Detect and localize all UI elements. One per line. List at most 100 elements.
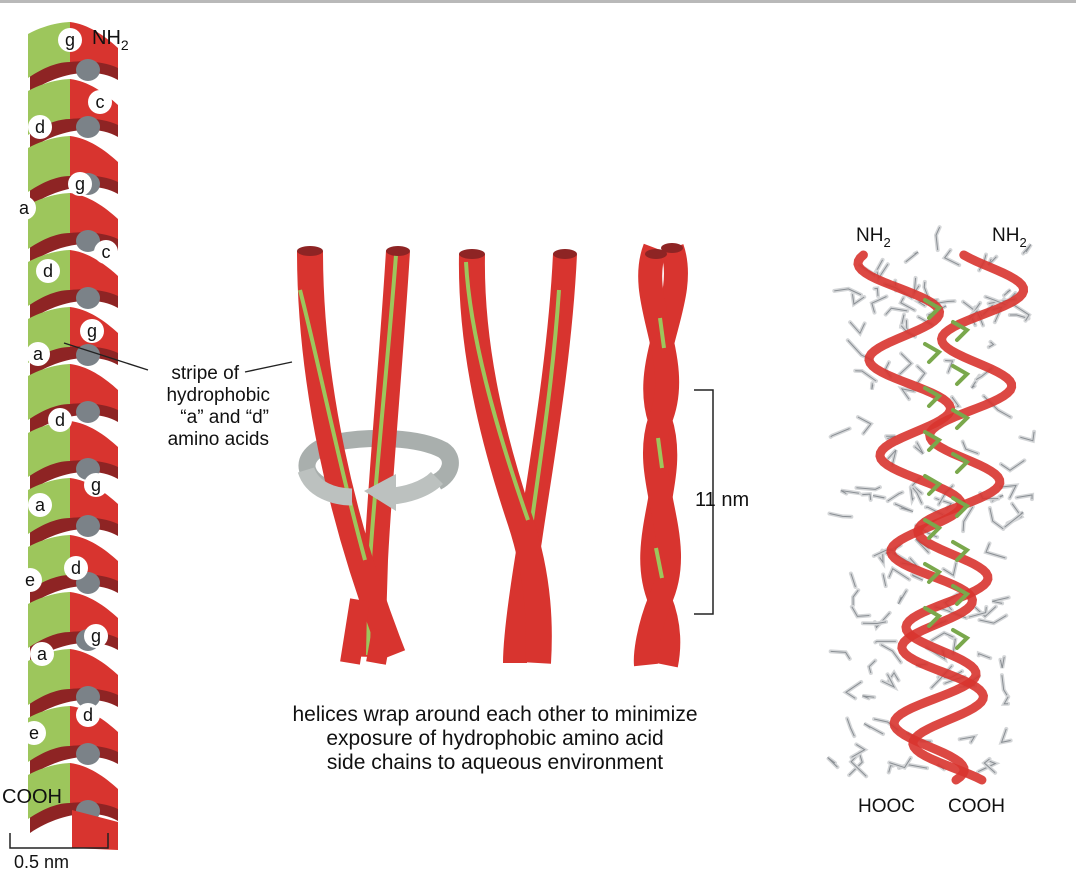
residue-letter: g bbox=[91, 475, 101, 495]
helix-red-face bbox=[70, 421, 118, 467]
helix-pair-stage-3 bbox=[633, 243, 688, 668]
side-chain-stick-outline bbox=[1001, 675, 1009, 697]
stripe-label-line: amino acids bbox=[168, 429, 269, 450]
helix-red-face bbox=[70, 22, 118, 68]
side-chain-blob bbox=[76, 230, 100, 252]
stripe-label-line: hydrophobic bbox=[166, 385, 270, 406]
residue-letter: a bbox=[37, 644, 48, 664]
side-chain-stick-outline bbox=[935, 226, 941, 251]
side-chain-blob bbox=[76, 287, 100, 309]
helix-red-face bbox=[70, 763, 118, 809]
side-chain-stick-outline bbox=[863, 723, 884, 735]
residue-circle bbox=[68, 172, 92, 196]
caption-line: helices wrap around each other to minimi… bbox=[292, 703, 698, 726]
side-chain-stick-outline bbox=[871, 383, 874, 390]
hydrophobic-core-stick bbox=[923, 298, 943, 320]
hydrophobic-core-stick bbox=[951, 408, 971, 430]
side-chain-stick-outline bbox=[1013, 304, 1030, 321]
residue-letter: e bbox=[29, 723, 39, 743]
hydrophobic-core-stick bbox=[951, 320, 971, 342]
side-chain-stick-outline bbox=[1001, 484, 1017, 499]
structure-n-terminus-right: NH2 bbox=[992, 225, 1027, 250]
hydrophobic-core-stick bbox=[923, 342, 943, 364]
residue-circle bbox=[22, 721, 46, 745]
side-chain-stick-outline bbox=[1003, 696, 1009, 705]
side-chain-stick-outline bbox=[988, 341, 995, 348]
stripe-label-line: stripe of bbox=[171, 363, 239, 384]
side-chain-stick-outline bbox=[943, 562, 957, 577]
helix-green-face bbox=[28, 193, 70, 249]
stripe-annotation: stripe of hydrophobic “a” and “d” amino … bbox=[166, 363, 270, 450]
side-chain-stick-outline bbox=[850, 573, 856, 588]
helix-green-face bbox=[28, 136, 70, 192]
side-chain-stick-outline bbox=[880, 644, 902, 663]
side-chain-stick-outline bbox=[830, 428, 850, 438]
hydrophobic-core-stick bbox=[923, 562, 943, 584]
hydrophobic-core-stick bbox=[951, 496, 971, 518]
residue-circle bbox=[48, 408, 72, 432]
side-chain-blob bbox=[76, 59, 100, 81]
side-chain-stick-outline bbox=[846, 718, 855, 737]
side-chain-stick bbox=[855, 415, 874, 436]
helix-green-face bbox=[28, 592, 70, 648]
side-chain-blob bbox=[76, 515, 100, 537]
side-chain-stick-outline bbox=[885, 307, 908, 315]
hydrophobic-core-stick bbox=[923, 518, 943, 540]
stripe-pointer-line-right bbox=[244, 361, 293, 373]
structure-c-terminus-left: HOOC bbox=[858, 796, 915, 817]
side-chain-stick-outline bbox=[917, 365, 926, 383]
side-chain-stick-outline bbox=[910, 487, 914, 502]
side-chain-stick-outline bbox=[840, 490, 860, 494]
side-chain-stick-outline bbox=[874, 287, 879, 296]
side-chain-stick-outline bbox=[849, 321, 866, 335]
residue-circle bbox=[58, 28, 82, 52]
helix-red-face bbox=[70, 478, 118, 524]
side-chain-stick-outline bbox=[962, 441, 979, 455]
side-chain-stick-outline bbox=[900, 388, 915, 400]
scale-bar bbox=[9, 833, 109, 849]
side-chain-stick-outline bbox=[911, 574, 924, 581]
side-chain-stick-outline bbox=[962, 506, 974, 532]
side-chain-stick bbox=[998, 726, 1013, 745]
caption-line: exposure of hydrophobic amino acid bbox=[326, 727, 664, 750]
side-chain-stick-outline bbox=[857, 416, 872, 434]
stripe-label-line: “a” and “d” bbox=[180, 407, 269, 428]
scale-bar-label: 0.5 nm bbox=[14, 852, 69, 869]
residue-letter: a bbox=[19, 198, 30, 218]
helix-red-face bbox=[70, 193, 118, 239]
side-chain-stick-outline bbox=[978, 652, 991, 659]
side-chain-stick-outline bbox=[875, 640, 896, 643]
side-chain-stick-outline bbox=[943, 249, 960, 266]
side-chain-stick-outline bbox=[856, 486, 881, 490]
side-chain-stick-outline bbox=[852, 589, 859, 606]
side-chain-stick-outline bbox=[1009, 314, 1029, 319]
length-bracket bbox=[694, 389, 714, 615]
side-chain-stick-outline bbox=[945, 359, 954, 373]
side-chain-stick-outline bbox=[868, 660, 876, 674]
side-chain-stick-outline bbox=[881, 674, 896, 689]
residue-circle bbox=[36, 259, 60, 283]
side-chain-stick-outline bbox=[992, 596, 1009, 604]
side-chain-stick-outline bbox=[829, 513, 852, 518]
helix-pair-stage-2 bbox=[458, 249, 577, 664]
hydrophobic-core-stick bbox=[951, 364, 971, 386]
side-chain-stick-outline bbox=[914, 442, 924, 455]
side-chain-stick-outline bbox=[848, 754, 863, 776]
helix-red-face bbox=[70, 250, 118, 296]
side-chain-stick-outline bbox=[1020, 431, 1035, 442]
residue-circle bbox=[30, 642, 54, 666]
side-chain-stick-outline bbox=[1022, 244, 1032, 254]
figure-caption: helices wrap around each other to minimi… bbox=[190, 703, 800, 775]
helix-green-face bbox=[28, 706, 70, 762]
rotation-arrow-head bbox=[297, 466, 444, 511]
residue-letter: d bbox=[43, 261, 53, 281]
side-chain-stick-outline bbox=[912, 487, 923, 504]
residue-letter: g bbox=[87, 321, 97, 341]
hydrophobic-core-stick bbox=[951, 540, 971, 562]
residue-circle bbox=[26, 342, 50, 366]
helix-green-face bbox=[28, 421, 70, 477]
hydrophobic-core-stick bbox=[951, 628, 971, 650]
side-chain-stick-outline bbox=[979, 615, 1007, 624]
residue-circle bbox=[18, 568, 42, 592]
